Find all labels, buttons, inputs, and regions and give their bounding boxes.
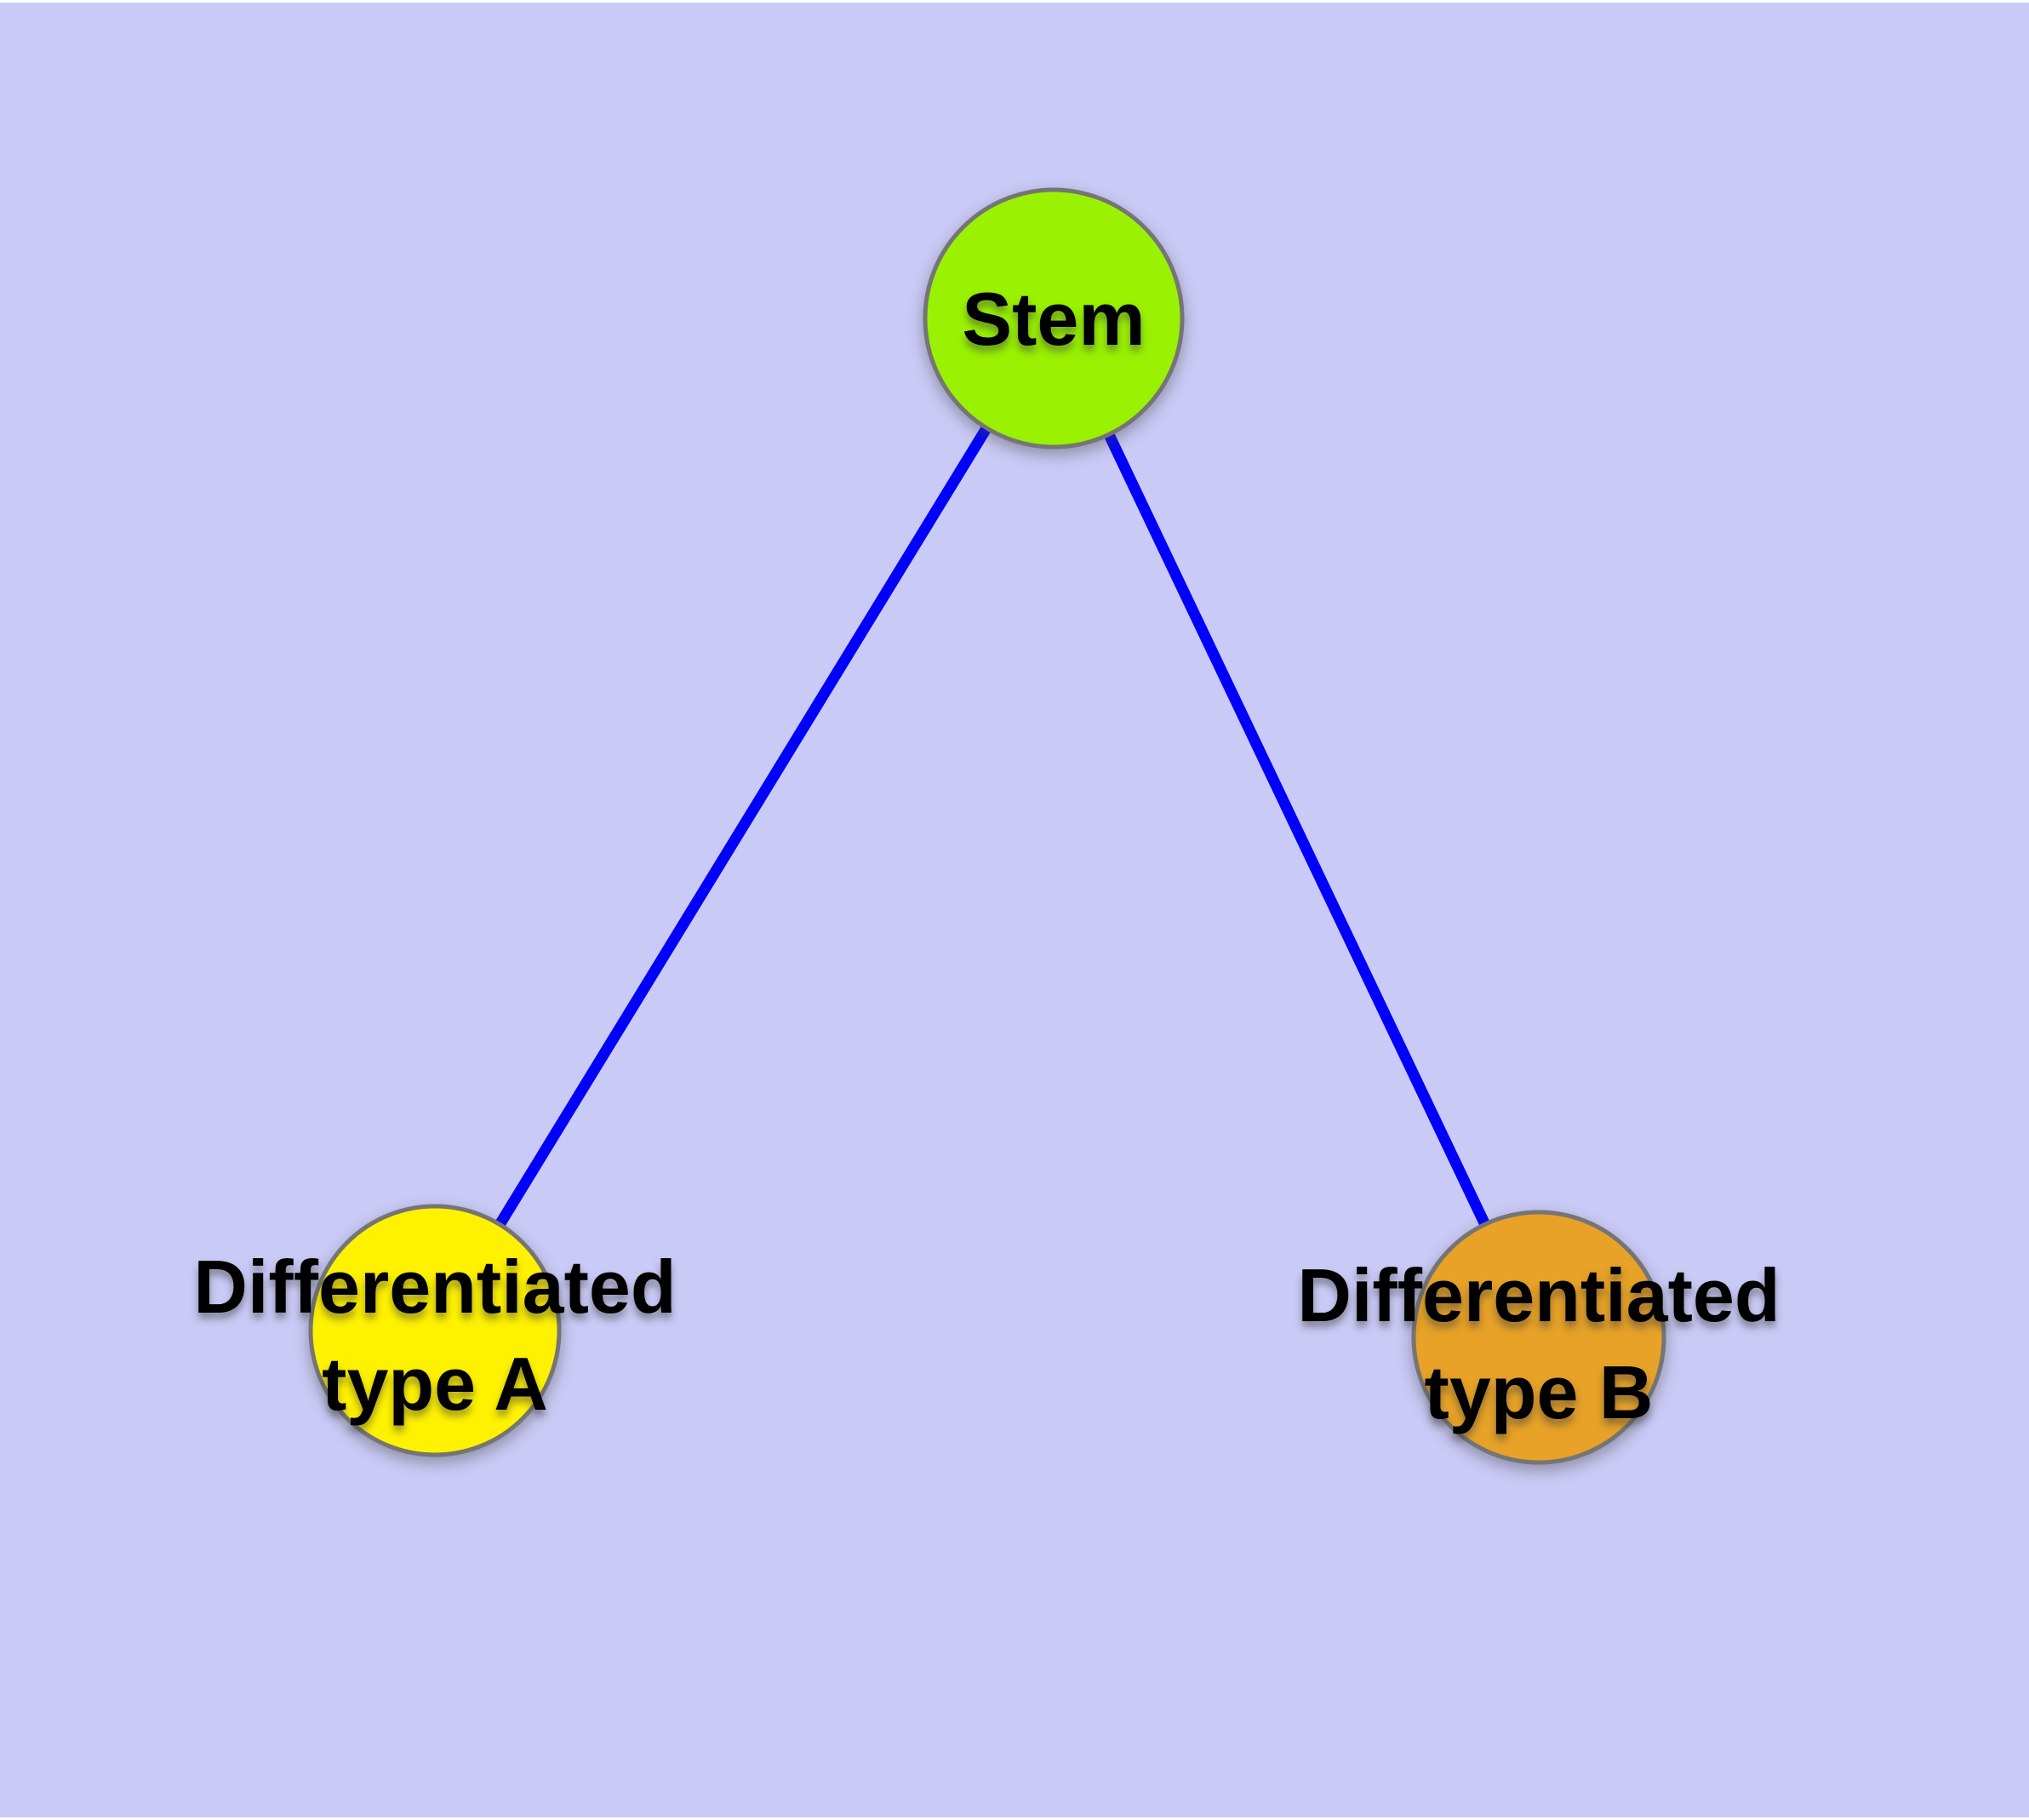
edge-stem-to-type-a <box>430 315 1059 1334</box>
edge-stem-to-type-b <box>1049 316 1544 1340</box>
node-label-stem: Stem <box>962 277 1146 361</box>
node-stem <box>923 187 1185 449</box>
node-label-differentiated-type-a: Differentiated type A <box>193 1245 677 1426</box>
node-label-differentiated-type-b: Differentiated type B <box>1297 1253 1780 1434</box>
node-differentiated-type-b <box>1411 1210 1666 1465</box>
node-differentiated-type-a <box>308 1204 562 1457</box>
